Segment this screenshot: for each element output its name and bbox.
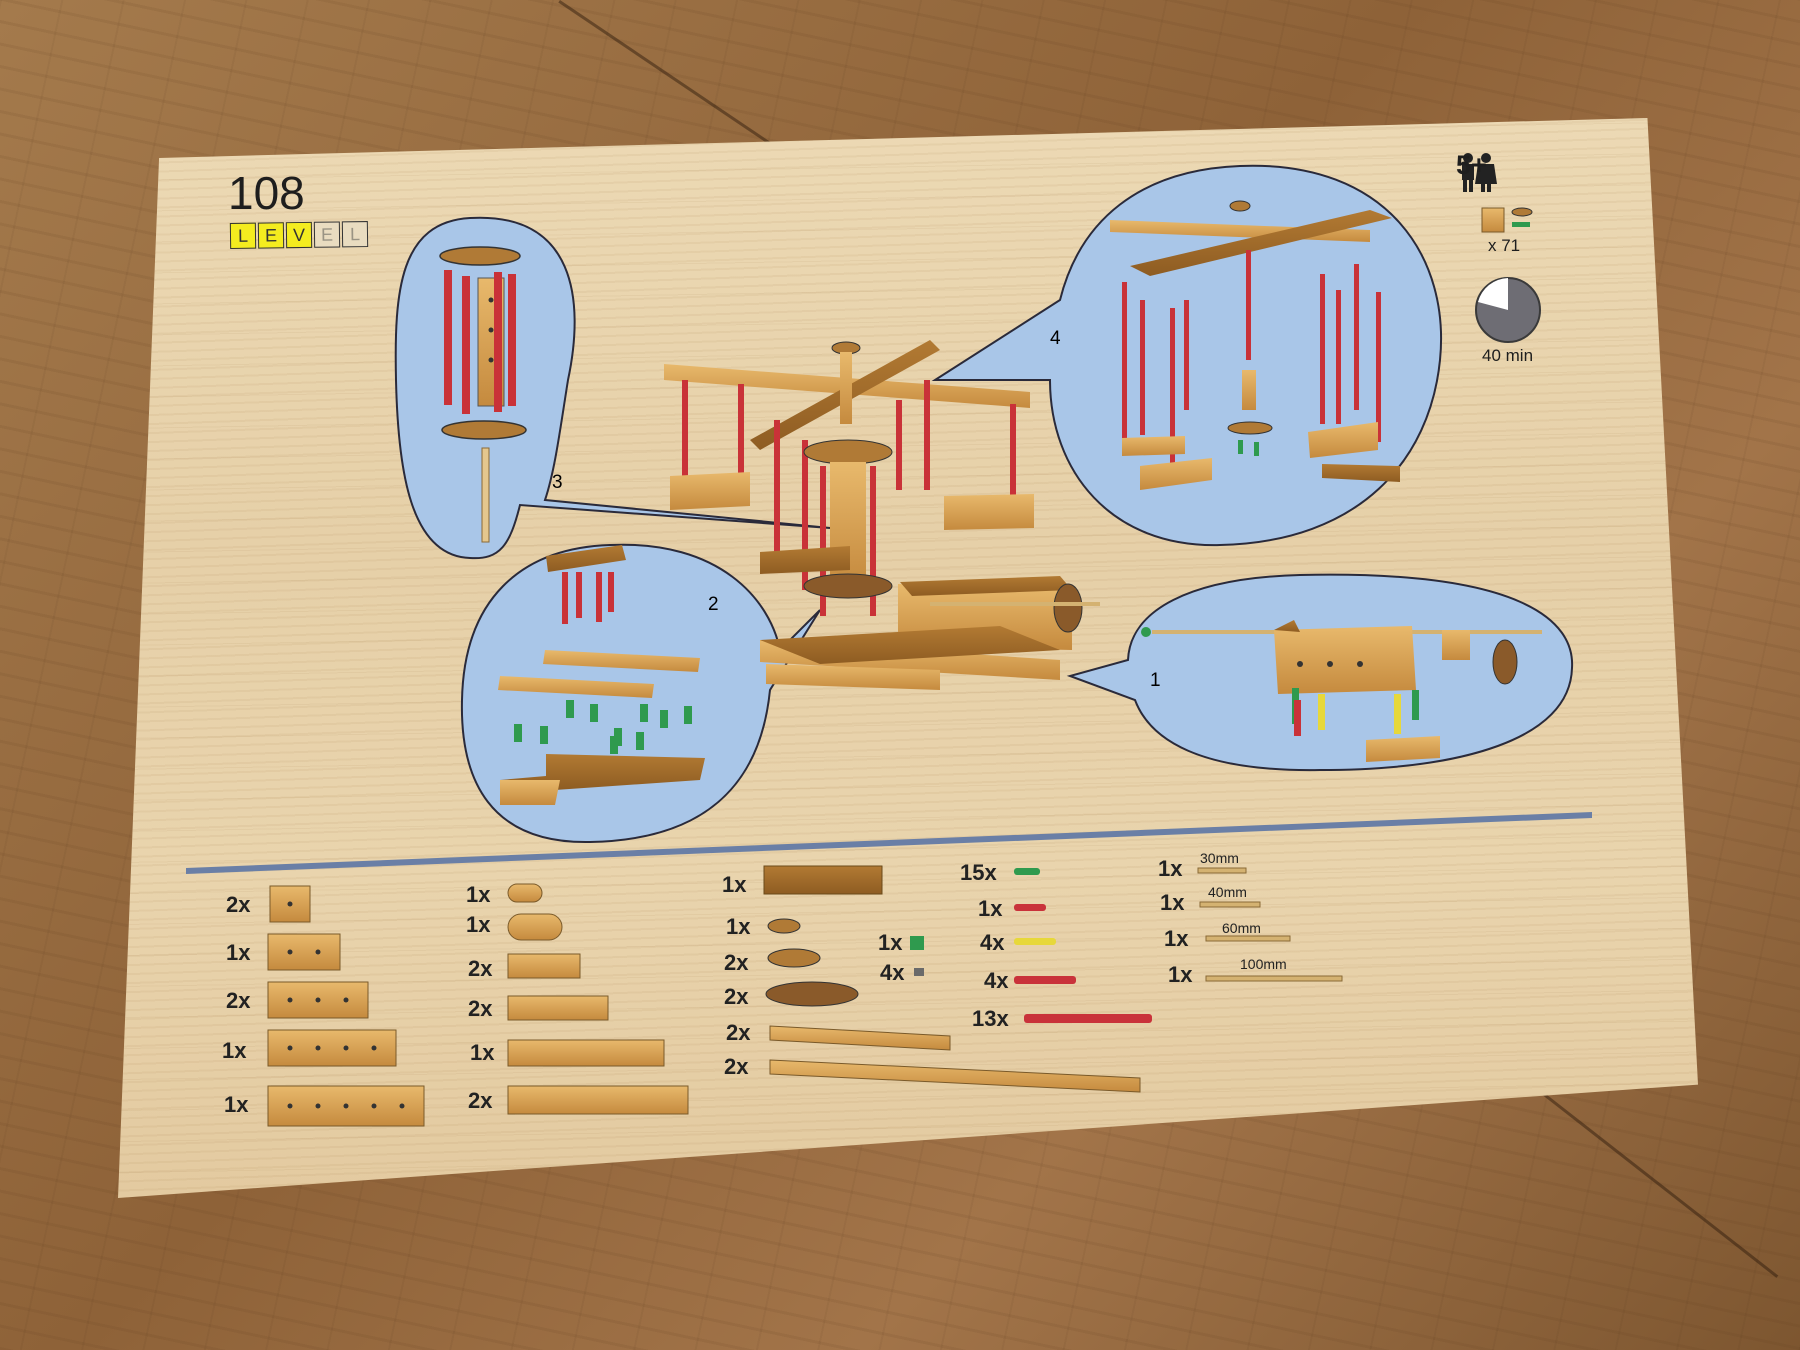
rod-part	[1197, 867, 1247, 874]
part-quantity: 1x	[1158, 856, 1183, 881]
step-3-bubble	[394, 216, 831, 560]
step-3-number: 3	[552, 472, 563, 493]
board-part	[769, 1059, 1141, 1093]
part-quantity: 2x	[468, 956, 493, 981]
rod-length-label: 60mm	[1222, 920, 1261, 936]
part-quantity: 1x	[1168, 962, 1193, 987]
time-label: 40 min	[1482, 346, 1534, 365]
part-quantity: 2x	[468, 996, 493, 1021]
part-quantity: 1x	[470, 1040, 495, 1065]
level-indicator: L E V E L	[229, 221, 370, 249]
rod-part	[1199, 901, 1261, 908]
step-4-detail: 4	[1050, 200, 1400, 490]
part-quantity: 2x	[724, 950, 749, 975]
rod-length-label: 40mm	[1208, 884, 1247, 900]
level-box: L	[341, 221, 369, 248]
part-quantity: 1x	[1164, 926, 1189, 951]
board-part	[507, 1039, 665, 1067]
step-1-detail: 1	[1141, 620, 1542, 762]
disc-part	[767, 918, 801, 934]
rod-length-label: 100mm	[1240, 956, 1287, 972]
board-part	[507, 953, 581, 979]
part-quantity: 1x	[226, 940, 251, 965]
piece-count: x 71	[1488, 236, 1521, 255]
parts-list	[267, 865, 1343, 1127]
step-2-number: 2	[708, 594, 719, 615]
part-quantity: 1x	[466, 882, 491, 907]
part-quantity: 1x	[878, 930, 903, 955]
level-box: E	[257, 222, 285, 249]
part-quantity: 1x	[726, 914, 751, 939]
disc-part	[765, 981, 859, 1007]
board-part	[507, 995, 609, 1021]
part-quantity: 4x	[980, 930, 1005, 955]
block-part	[267, 1029, 397, 1067]
step-3-detail: 3	[439, 246, 563, 543]
children-icon	[1462, 153, 1497, 192]
part-quantity: 1x	[1160, 890, 1185, 915]
rod-length-label: 30mm	[1200, 850, 1239, 866]
peg-part	[1014, 938, 1056, 945]
part-quantity: 2x	[724, 1054, 749, 1079]
peg-part	[1024, 1014, 1152, 1023]
rod-part	[1205, 935, 1291, 942]
divider-line	[186, 812, 1592, 874]
part-quantity: 4x	[880, 960, 905, 985]
cylinder-part	[507, 883, 543, 903]
rod-part	[1205, 975, 1343, 982]
part-quantity: 1x	[978, 896, 1003, 921]
model-number: 108	[228, 167, 305, 219]
part-quantity: 13x	[972, 1006, 1009, 1031]
part-quantity: 1x	[222, 1038, 247, 1063]
plate-part	[763, 865, 883, 895]
board-part	[507, 1085, 689, 1115]
part-quantity: 2x	[226, 988, 251, 1013]
part-quantity: 2x	[468, 1088, 493, 1113]
parts-count-icon	[1481, 207, 1533, 233]
disc-part	[767, 948, 821, 968]
step-1-number: 1	[1150, 670, 1161, 691]
age-label: 5+	[1456, 150, 1487, 180]
peg-part	[1014, 976, 1076, 984]
peg-part	[1014, 904, 1046, 911]
assembled-model	[664, 340, 1100, 690]
cap-part	[914, 968, 924, 976]
part-quantity: 2x	[724, 984, 749, 1009]
part-quantity: 2x	[726, 1020, 751, 1045]
cap-part	[910, 936, 924, 950]
part-quantity: 2x	[226, 892, 251, 917]
step-2-detail: 2	[498, 545, 719, 805]
part-quantity: 4x	[984, 968, 1009, 993]
step-4-number: 4	[1050, 328, 1061, 349]
part-quantity: 15x	[960, 860, 997, 885]
level-box: E	[313, 221, 341, 248]
clock-icon	[1475, 277, 1541, 343]
peg-part	[1014, 868, 1040, 875]
part-quantity: 1x	[722, 872, 747, 897]
part-quantity: 1x	[466, 912, 491, 937]
part-quantity: 1x	[224, 1092, 249, 1117]
cylinder-part	[507, 913, 563, 941]
level-box: L	[229, 222, 257, 249]
level-box: V	[285, 221, 313, 249]
board-part	[769, 1025, 951, 1051]
block-part	[267, 933, 341, 971]
